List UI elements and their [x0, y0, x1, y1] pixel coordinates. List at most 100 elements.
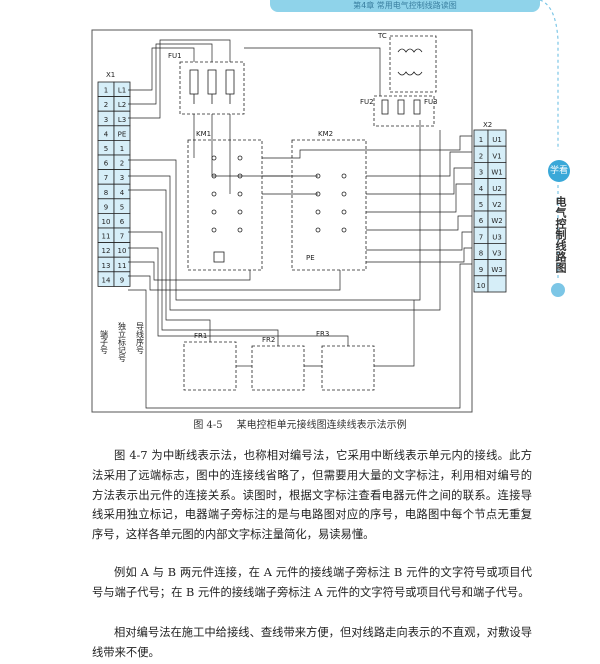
x1-terminal-signal: 11 — [118, 262, 127, 270]
x1-terminal-row: 12 10 — [97, 242, 131, 258]
contactor-km2 — [291, 139, 367, 271]
x1-terminal-row: 13 11 — [97, 256, 131, 273]
x2-terminal-number: 3 — [479, 169, 483, 177]
x1-terminal-number: 11 — [102, 233, 111, 241]
x1-terminal-number: 7 — [104, 174, 108, 182]
x2-terminal-row: 5 V2 — [473, 194, 507, 212]
fr2-label: FR2 — [262, 336, 275, 344]
x1-terminal-row: 11 7 — [97, 227, 131, 244]
x2-terminal-signal: U3 — [492, 233, 502, 241]
x1-terminal-number: 5 — [104, 145, 108, 153]
x1-terminal-number: 13 — [102, 262, 111, 270]
x1-terminal-row: 14 9 — [97, 271, 131, 287]
x1-terminal-signal: 10 — [118, 247, 127, 255]
x2-terminal-signal: W1 — [491, 169, 502, 177]
x2-terminal-number: 7 — [479, 233, 483, 241]
x2-terminal-row: 2 V1 — [473, 145, 507, 163]
x2-terminal-number: 6 — [479, 217, 484, 225]
km1-label: KM1 — [196, 130, 211, 138]
tc-label: TC — [377, 32, 387, 40]
x1-terminal-number: 14 — [102, 276, 111, 284]
figure-caption: 图 4-5 某电控柜单元接线图连续线表示法示例 — [0, 416, 600, 431]
fu2-label: FU2 — [360, 98, 374, 106]
x2-terminal-row: 9 W3 — [473, 259, 507, 277]
side-tab-connector — [539, 0, 559, 280]
side-tab-badge: 学看 — [548, 160, 570, 182]
running-header-bar: 第4章 常用电气控制线路读图 — [270, 0, 540, 12]
x1-terminal-row: 4 PE — [97, 125, 131, 141]
km2-label: KM2 — [318, 130, 333, 138]
x1-terminal-signal: 9 — [120, 276, 124, 284]
x1-terminal-number: 12 — [102, 247, 111, 255]
x1-terminal-signal: 1 — [120, 145, 124, 153]
x2-terminal-row: 4 U2 — [473, 178, 507, 196]
fuse-fu2-fu3 — [373, 95, 435, 127]
running-header-title: 第4章 常用电气控制线路读图 — [353, 1, 457, 10]
label-terminal-number: 端子号 — [100, 329, 109, 355]
x1-terminal-row: 3 L3 — [97, 110, 131, 127]
x2-terminal-signal: V2 — [492, 201, 501, 209]
side-tab-label: 电气控制线路图 — [554, 196, 567, 273]
thermal-relay-fr1 — [183, 341, 237, 391]
fu1-label: FU1 — [168, 52, 182, 60]
x1-terminal-number: 3 — [104, 116, 108, 124]
x2-label: X2 — [483, 121, 492, 129]
thermal-relay-fr3 — [321, 345, 375, 391]
x1-terminal-number: 9 — [104, 203, 108, 211]
paragraph-1: 图 4-7 为中断线表示法，也称相对编号法，它采用中断线表示单元内的接线。此方法… — [92, 449, 532, 542]
x2-terminal-number: 10 — [477, 282, 486, 290]
label-independent-mark: 独立标记号 — [118, 321, 127, 363]
x2-terminal-number: 4 — [479, 185, 484, 193]
x1-terminal-signal: L3 — [118, 116, 126, 124]
x2-terminal-signal: W3 — [491, 266, 502, 274]
x2-terminal-signal: V1 — [492, 152, 501, 160]
x1-terminal-signal: 7 — [120, 233, 124, 241]
x2-terminal-signal: U1 — [492, 136, 502, 144]
x2-terminal-number: 9 — [479, 266, 483, 274]
x1-terminal-signal: 2 — [120, 160, 124, 168]
figure-caption-text: 某电控柜单元接线图连续线表示法示例 — [236, 420, 407, 431]
thermal-relay-fr2 — [251, 345, 305, 391]
x2-terminal-signal: U2 — [492, 185, 502, 193]
x1-terminal-row: 10 6 — [97, 212, 131, 229]
x1-terminal-number: 10 — [102, 218, 111, 226]
x1-terminal-signal: 3 — [120, 174, 124, 182]
x1-terminal-signal: 5 — [120, 203, 124, 211]
x1-terminal-signal: 6 — [120, 218, 125, 226]
x2-terminal-row: 10 — [473, 275, 507, 293]
x1-terminal-number: 6 — [104, 160, 109, 168]
transformer-tc — [389, 35, 437, 93]
x1-terminal-number: 4 — [104, 130, 109, 138]
x1-terminal-signal: PE — [118, 130, 127, 138]
x2-terminal-number: 1 — [479, 136, 483, 144]
x1-terminal-signal: 4 — [120, 189, 125, 197]
x2-terminal-signal: V3 — [492, 250, 501, 258]
fu3-label: FU3 — [424, 98, 438, 106]
x2-terminal-row: 6 W2 — [473, 210, 507, 228]
x1-terminal-signal: L2 — [118, 101, 126, 109]
x2-terminal-row: 3 W1 — [473, 161, 507, 179]
x2-terminal-number: 5 — [479, 201, 483, 209]
x1-terminal-number: 8 — [104, 189, 108, 197]
x1-label: X1 — [106, 71, 115, 79]
label-wire-sequence: 导线序号 — [136, 322, 145, 355]
x2-terminal-number: 2 — [479, 152, 483, 160]
paragraph-3: 相对编号法在施工中给接线、查线带来方便，但对线路走向表示的不直观，对敷设导线带来… — [92, 626, 532, 659]
fuse-fu1 — [179, 61, 245, 115]
figure-caption-number: 图 4-5 — [193, 420, 223, 431]
x2-terminal-row: 1 U1 — [473, 129, 507, 147]
x2-terminal-signal: W2 — [491, 217, 502, 225]
contactor-km1 — [187, 139, 263, 271]
paragraph-2: 例如 A 与 B 两元件连接，在 A 元件的接线端子旁标注 B 元件的文字符号或… — [92, 566, 532, 599]
